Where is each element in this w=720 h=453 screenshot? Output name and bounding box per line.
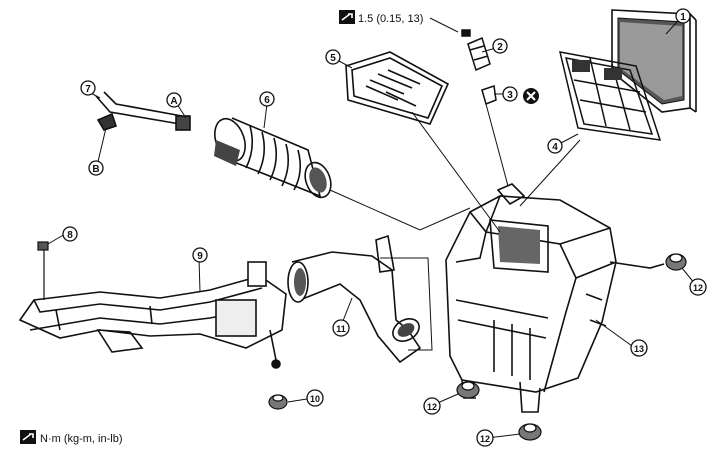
callout-5: 5 <box>325 49 341 65</box>
torque-wrench-icon <box>339 10 355 24</box>
air-inlet-duct <box>18 261 287 369</box>
callout-12-bottom-2: 12 <box>476 429 494 447</box>
callout-B: B <box>88 160 104 176</box>
svg-text:11: 11 <box>336 324 346 334</box>
callout-13: 13 <box>630 339 648 357</box>
callout-12-right: 12 <box>689 278 707 296</box>
svg-text:13: 13 <box>634 344 644 354</box>
svg-text:A: A <box>170 96 177 107</box>
legend: N·m (kg-m, in-lb) <box>20 430 123 445</box>
vent-hose <box>95 91 191 131</box>
svg-text:9: 9 <box>197 251 203 262</box>
callout-3: 3 <box>502 86 518 102</box>
clip <box>481 85 497 106</box>
air-filter-element <box>611 9 697 113</box>
grommet-duct <box>268 394 288 410</box>
svg-text:1: 1 <box>680 12 686 23</box>
callout-7: 7 <box>80 80 96 96</box>
callout-9: 9 <box>192 247 208 263</box>
grommet-bottom-1 <box>456 381 480 399</box>
callout-A: A <box>166 92 182 108</box>
filter-frame <box>559 51 662 141</box>
legend-text: N·m (kg-m, in-lb) <box>40 433 123 445</box>
torque-value: 1.5 (0.15, 13) <box>358 13 423 25</box>
bracket <box>461 29 491 72</box>
svg-text:6: 6 <box>264 95 270 106</box>
clip-bolt-8 <box>37 241 49 300</box>
callout-4: 4 <box>547 138 563 154</box>
air-cleaner-case <box>445 183 665 413</box>
svg-text:12: 12 <box>480 434 490 444</box>
svg-text:5: 5 <box>330 53 336 64</box>
svg-text:B: B <box>92 164 99 175</box>
callout-6: 6 <box>259 91 275 107</box>
svg-text:2: 2 <box>497 42 503 53</box>
torque-spec: 1.5 (0.15, 13) <box>339 10 459 33</box>
resonator-cover <box>345 51 450 125</box>
svg-text:8: 8 <box>67 230 73 241</box>
callout-11: 11 <box>332 319 350 337</box>
air-duct-bellows <box>214 117 332 199</box>
callout-8: 8 <box>62 226 78 242</box>
leader-lines <box>47 21 696 439</box>
svg-text:12: 12 <box>427 402 437 412</box>
svg-text:12: 12 <box>693 283 703 293</box>
cross-in-circle-icon <box>523 88 539 104</box>
svg-text:10: 10 <box>310 394 320 404</box>
svg-text:4: 4 <box>552 142 558 153</box>
grommet-bottom-2 <box>518 423 542 441</box>
callout-10: 10 <box>306 389 324 407</box>
callout-2: 2 <box>492 38 508 54</box>
torque-wrench-icon <box>20 430 36 444</box>
callout-12-bottom-1: 12 <box>423 397 441 415</box>
grommet-right <box>665 253 687 271</box>
svg-text:7: 7 <box>85 84 91 95</box>
callout-1: 1 <box>675 8 691 24</box>
svg-text:3: 3 <box>507 90 513 101</box>
air-duct-elbow <box>287 234 422 364</box>
